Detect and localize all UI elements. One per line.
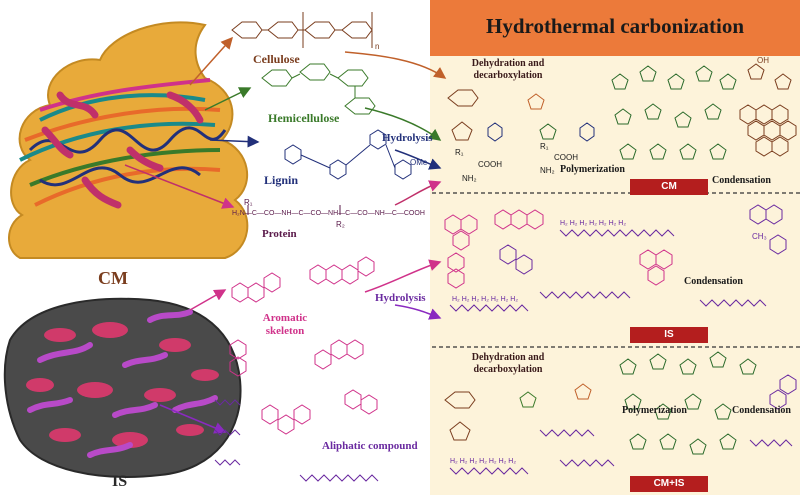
lignin-structure bbox=[284, 129, 412, 180]
arrow-protein bbox=[124, 164, 235, 209]
hemicellulose-label: Hemicellulose bbox=[268, 111, 340, 125]
cm-products bbox=[447, 63, 797, 160]
arrow-hydro-2 bbox=[364, 107, 442, 141]
condensation-label-is: Condensation bbox=[684, 276, 743, 287]
chem-oh: OH bbox=[757, 56, 769, 65]
lignin-label: Lignin bbox=[264, 173, 299, 187]
hydrolysis-label-cm: Hydrolysis bbox=[382, 132, 433, 144]
arrow-hydro-is-1 bbox=[364, 259, 442, 293]
arrow-cellulose bbox=[189, 36, 233, 86]
polymerization-label-cm: Polymerization bbox=[560, 164, 625, 175]
banner-title: Hydrothermal carbonization bbox=[485, 14, 744, 38]
arrow-aromatic bbox=[189, 289, 227, 311]
chem-aa-cooh: COOH bbox=[478, 160, 502, 169]
arrow-hydro-3 bbox=[394, 149, 442, 170]
chem-peptide: H₂N—C—CO—NH—C—CO—NH—C—CO—NH—C—COOH bbox=[232, 210, 425, 217]
arrow-hemicellulose bbox=[204, 87, 252, 111]
arrow-lignin bbox=[209, 135, 260, 148]
chem-chain-is-2: H₂ H₂ H₂ H₂ H₂ H₂ H₂ bbox=[452, 296, 519, 303]
chem-protein-r2: R₂ bbox=[336, 220, 345, 229]
aromatic-label: Aromatic skeleton bbox=[262, 312, 308, 337]
dehydration-label-cm: Dehydration and decarboxylation bbox=[471, 58, 545, 81]
chem-lignin-ome: OMe bbox=[410, 158, 428, 167]
chem-protein-r1: R₁ bbox=[244, 198, 253, 207]
hemicellulose-structure bbox=[261, 63, 376, 115]
chem-aa2-nh2: NH₂ bbox=[540, 166, 555, 175]
is-blob bbox=[3, 297, 242, 478]
chem-chain-is: H₂ H₂ H₂ H₂ H₂ H₂ H₂ bbox=[560, 220, 627, 227]
cellulose-label: Cellulose bbox=[253, 52, 300, 66]
chem-aa-r1: R₁ bbox=[455, 148, 464, 157]
arrow-hydro-is-2 bbox=[394, 304, 442, 320]
tag-is: IS bbox=[630, 327, 708, 343]
chem-aa2-cooh: COOH bbox=[554, 153, 578, 162]
chem-aa-nh2: NH₂ bbox=[462, 174, 477, 183]
condensation-label-cm: Condensation bbox=[712, 175, 771, 186]
is-label: IS bbox=[112, 473, 128, 490]
tag-cmis: CM+IS bbox=[630, 476, 708, 492]
polymerization-label-cmis: Polymerization bbox=[622, 405, 687, 416]
arrow-aliphatic bbox=[159, 404, 227, 434]
hydrolysis-label-is: Hydrolysis bbox=[375, 292, 426, 304]
cm-blob bbox=[8, 21, 249, 259]
cellulose-structure bbox=[231, 12, 373, 48]
aromatic-structure bbox=[229, 256, 378, 435]
is-products bbox=[444, 204, 787, 312]
chem-aa2-r1: R₁ bbox=[540, 142, 549, 151]
cm-label: CM bbox=[98, 268, 128, 288]
aliphatic-structure bbox=[214, 399, 379, 482]
protein-structure bbox=[247, 205, 341, 215]
aliphatic-label: Aliphatic compound bbox=[322, 440, 418, 452]
tag-cm: CM bbox=[630, 179, 708, 195]
arrow-hydro-1 bbox=[344, 51, 447, 79]
hydrothermal-banner: Hydrothermal carbonization bbox=[430, 0, 800, 56]
results-panel bbox=[430, 56, 800, 495]
chem-ch3: CH₃ bbox=[752, 232, 767, 241]
cmis-products bbox=[444, 351, 797, 475]
chem-n: n bbox=[375, 42, 380, 51]
chem-chain-cmis: H₂ H₂ H₂ H₂ H₂ H₂ H₂ bbox=[450, 458, 517, 465]
dehydration-label-cmis: Dehydration and decarboxylation bbox=[471, 352, 545, 375]
protein-label: Protein bbox=[262, 228, 297, 240]
arrow-hydro-4 bbox=[394, 180, 442, 206]
condensation-label-cmis: Condensation bbox=[732, 405, 791, 416]
